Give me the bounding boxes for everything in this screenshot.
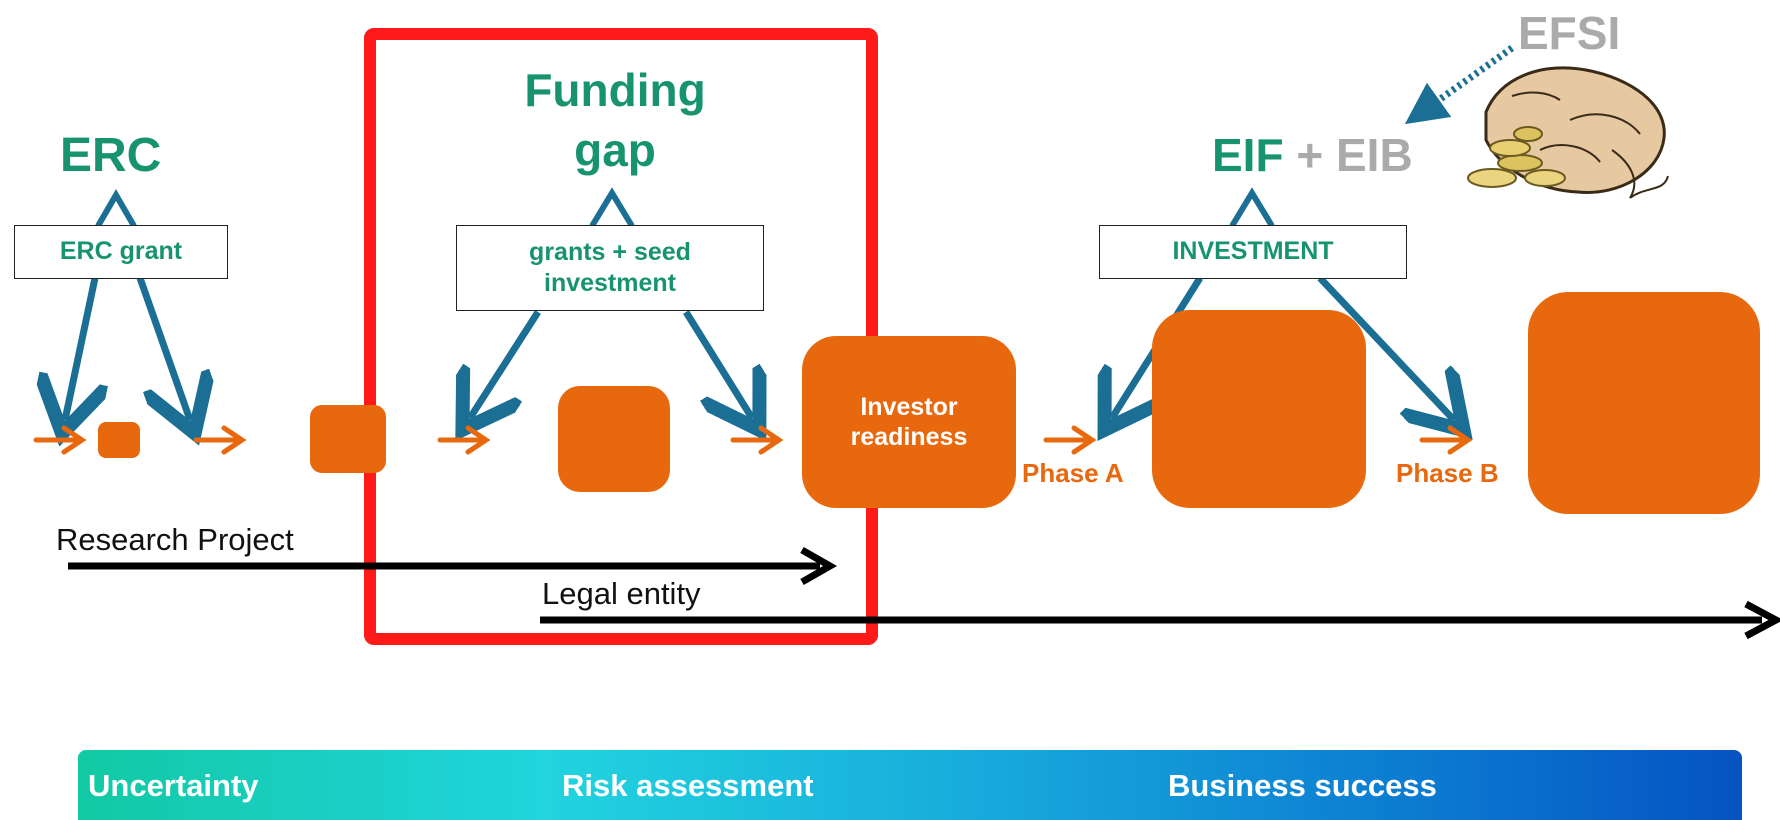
bar-label-risk: Risk assessment <box>562 768 814 803</box>
stage-box-1 <box>98 422 140 458</box>
eif-arrow-right <box>1317 275 1454 420</box>
bar-label-success: Business success <box>1168 768 1437 803</box>
eib-label: + EIB <box>1296 129 1413 181</box>
erc-peak <box>95 189 137 228</box>
investor-line2: readiness <box>850 423 968 451</box>
investment-box: INVESTMENT <box>1099 225 1407 279</box>
bar-label-uncertainty: Uncertainty <box>88 768 259 803</box>
efsi-label: EFSI <box>1518 7 1621 59</box>
gap-arrow-left <box>470 310 541 418</box>
risk-gradient-bar: Uncertainty Risk assessment Business suc… <box>78 750 1742 820</box>
funding-gap-line1: Funding <box>524 64 706 116</box>
grants-seed-box: grants + seed investment <box>456 225 764 311</box>
grants-seed-line2: investment <box>544 269 676 297</box>
eif-peak <box>1229 187 1275 228</box>
phase-b-label: Phase B <box>1396 458 1499 488</box>
gap-arrow-right <box>683 310 752 418</box>
flow-arrows <box>33 425 1473 455</box>
phase-a-label: Phase A <box>1022 458 1124 488</box>
eif-label: EIF <box>1212 129 1284 181</box>
research-project-label: Research Project <box>56 522 294 557</box>
stage-box-2 <box>310 405 386 473</box>
funding-gap-line2: gap <box>574 124 656 176</box>
eif-heading: EIF + EIB <box>1212 128 1413 182</box>
erc-grant-box: ERC grant <box>14 225 228 279</box>
stage-box-3 <box>558 386 670 492</box>
legal-entity-label: Legal entity <box>542 576 701 611</box>
grants-seed-line1: grants + seed <box>529 237 691 266</box>
gap-peak <box>589 187 635 228</box>
erc-arrow-left <box>65 277 95 420</box>
erc-arrow-right <box>136 276 190 420</box>
investor-readiness-box: Investor readiness <box>802 336 1016 508</box>
funding-gap-title: Funding gap <box>470 60 760 180</box>
efsi-dotted-arrow <box>1404 45 1515 125</box>
money-bag-icon <box>1467 66 1669 199</box>
phase-a-box <box>1152 310 1366 508</box>
phase-b-box <box>1528 292 1760 514</box>
erc-title: ERC <box>60 129 162 182</box>
investor-line1: Investor <box>860 393 958 421</box>
